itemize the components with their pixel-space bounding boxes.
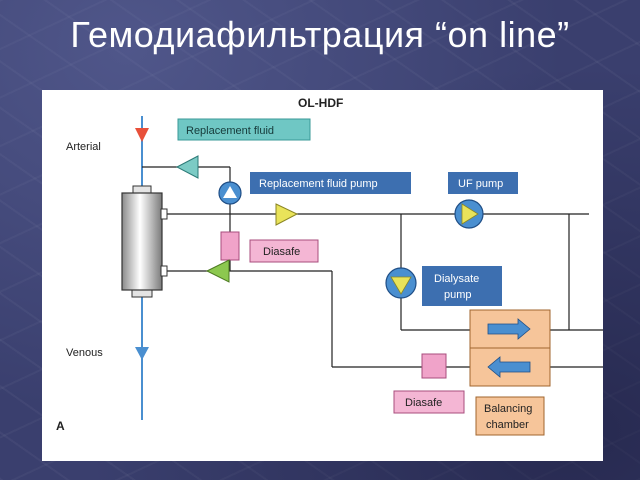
dialyzer-cap-top bbox=[132, 185, 152, 194]
diasafe-filter-2 bbox=[421, 353, 447, 379]
ol-hdf-diagram: OL-HDF Arterial Venous Replacement fluid… bbox=[42, 90, 603, 461]
circuit-lines bbox=[141, 116, 603, 420]
replacement-pump-arrow-icon bbox=[223, 186, 237, 198]
dialysate-pump-label-1: Dialysate bbox=[434, 273, 479, 285]
arterial-label: Arterial bbox=[66, 141, 101, 153]
dialysate-pump-arrow-icon bbox=[390, 276, 412, 295]
replacement-fluid-label: Replacement fluid bbox=[186, 125, 274, 137]
balancing-chamber-label-1: Balancing bbox=[484, 403, 532, 415]
replacement-pump-label: Replacement fluid pump bbox=[259, 178, 378, 190]
diasafe-filter-1 bbox=[220, 231, 240, 261]
slide-title: Гемодиафильтрация “on line” bbox=[70, 14, 570, 55]
panel-letter: A bbox=[56, 419, 65, 433]
dialyzer-port-bottom bbox=[160, 265, 168, 277]
uf-pump-label: UF pump bbox=[458, 178, 503, 190]
dialyzer-icon bbox=[121, 192, 163, 291]
diasafe-label-1: Diasafe bbox=[263, 246, 300, 258]
uf-pump-arrow-icon bbox=[461, 203, 479, 225]
dialyzer-cap-bottom bbox=[131, 289, 153, 298]
replacement-fluid-box bbox=[177, 118, 311, 141]
dialysate-out-valve-icon bbox=[205, 259, 230, 283]
balancing-chamber-box bbox=[475, 396, 545, 436]
venous-arrow-icon bbox=[135, 347, 149, 360]
diagram-heading: OL-HDF bbox=[298, 96, 343, 110]
dialysate-pump-box bbox=[422, 266, 502, 306]
diasafe-box-1 bbox=[249, 239, 319, 263]
diagram-canvas: OL-HDF Arterial Venous Replacement fluid… bbox=[56, 96, 603, 436]
balancing-arrow-right-icon bbox=[487, 318, 531, 340]
venous-label: Venous bbox=[66, 347, 103, 359]
diasafe-label-2: Diasafe bbox=[405, 397, 442, 409]
balancing-chamber-label-2: chamber bbox=[486, 419, 529, 431]
dialyzer-port-top bbox=[160, 208, 168, 220]
arterial-arrow-icon bbox=[135, 128, 149, 142]
dialysate-in-valve-icon bbox=[275, 203, 299, 226]
uf-pump-box bbox=[448, 172, 518, 194]
dialysate-pump-label-2: pump bbox=[444, 289, 472, 301]
infusion-valve-icon bbox=[175, 155, 199, 179]
replacement-pump-box bbox=[250, 172, 411, 194]
balancing-arrow-left-icon bbox=[487, 356, 531, 378]
diasafe-box-2 bbox=[393, 390, 465, 414]
